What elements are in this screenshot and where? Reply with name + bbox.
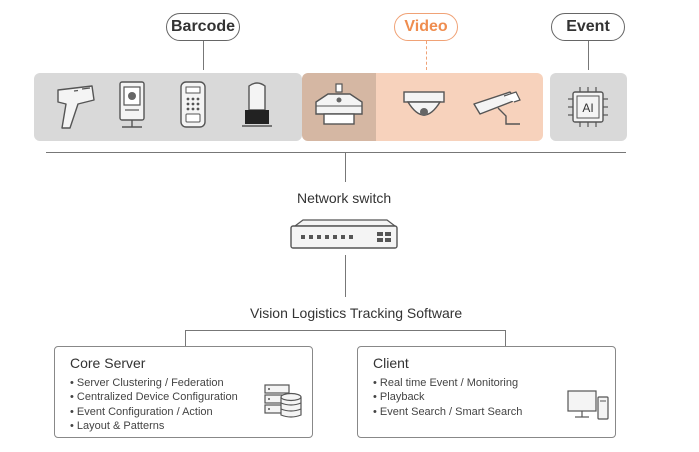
barcode-connector: [203, 41, 204, 70]
server-database-icon: [264, 384, 302, 418]
list-item: Playback: [373, 390, 522, 404]
video-category-label: Video: [394, 13, 458, 41]
list-item: Server Clustering / Federation: [70, 376, 238, 390]
switch-to-software-line: [345, 255, 346, 297]
ai-chip-label: AI: [582, 101, 593, 115]
client-connector: [505, 330, 506, 347]
event-category-label: Event: [551, 13, 625, 41]
video-device-panel: [376, 73, 543, 141]
core-server-connector: [185, 330, 186, 347]
core-server-feature-list: Server Clustering / Federation Centraliz…: [70, 376, 238, 433]
client-feature-list: Real time Event / Monitoring Playback Ev…: [373, 376, 522, 419]
bus-to-switch-line: [345, 152, 346, 182]
video-connector: [426, 41, 427, 70]
list-item: Event Configuration / Action: [70, 405, 238, 419]
bullet-camera-icon: [473, 91, 521, 125]
software-label: Vision Logistics Tracking Software: [250, 305, 463, 321]
list-item: Layout & Patterns: [70, 419, 238, 433]
keypad-terminal-icon: [180, 81, 206, 128]
core-server-title: Core Server: [70, 355, 146, 371]
software-bracket-line: [185, 330, 505, 331]
dome-camera-icon: [403, 91, 445, 116]
network-switch-icon: [290, 219, 398, 249]
client-box: Client Real time Event / Monitoring Play…: [357, 346, 616, 438]
handheld-scanner-icon: [242, 82, 272, 127]
device-bus-line: [46, 152, 626, 153]
access-terminal-icon: [119, 81, 145, 128]
list-item: Event Search / Smart Search: [373, 405, 522, 419]
network-switch-label: Network switch: [297, 190, 392, 206]
ptz-camera-icon: [315, 83, 363, 125]
list-item: Real time Event / Monitoring: [373, 376, 522, 390]
list-item: Centralized Device Configuration: [70, 390, 238, 404]
desktop-computer-icon: [567, 390, 609, 420]
event-connector: [588, 41, 589, 70]
barcode-scanner-icon: [57, 85, 95, 129]
core-server-box: Core Server Server Clustering / Federati…: [54, 346, 313, 438]
client-title: Client: [373, 355, 409, 371]
barcode-category-label: Barcode: [166, 13, 240, 41]
ai-chip-icon: AI: [568, 87, 608, 127]
